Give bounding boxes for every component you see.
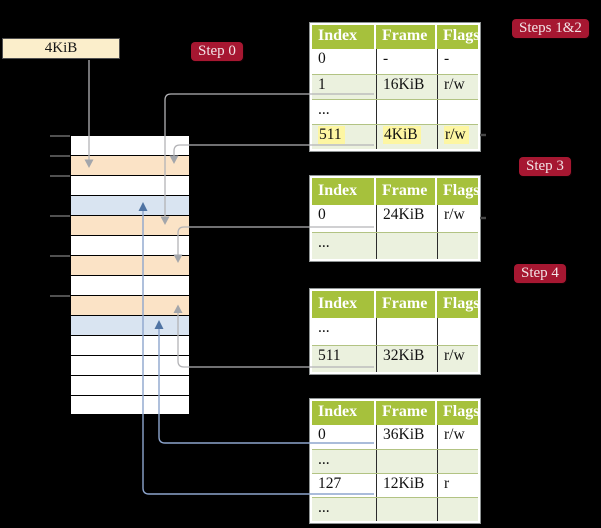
header-frame: Frame [376, 25, 437, 49]
header-frame: Frame [376, 178, 437, 205]
memory-row-white [70, 175, 190, 195]
cell-index: ... [318, 319, 330, 336]
table-row-highlighted: 511 4KiB r/w [312, 124, 478, 149]
cell-frame: 36KiB [376, 425, 437, 449]
page-size-label: 4KiB [44, 40, 78, 56]
page-table-3: Index Frame Flags ... 511 32KiB r/w [309, 288, 481, 375]
header-index: Index [312, 178, 376, 205]
table-row: 511 32KiB r/w [312, 345, 478, 372]
memory-address-ticks [50, 135, 70, 297]
page-size-box: 4KiB [2, 38, 120, 59]
header-frame: Frame [376, 291, 437, 318]
memory-row-white [70, 235, 190, 255]
cell-index: 0 [318, 206, 326, 223]
page-table-2: Index Frame Flags 0 24KiB r/w ... [309, 175, 481, 262]
memory-row-blue [70, 195, 190, 215]
cell-index: 0 [318, 50, 326, 67]
memory-row-peach [70, 295, 190, 315]
highlighted-value: r/w [444, 126, 469, 144]
cell-index: ... [318, 499, 330, 516]
memory-row-white [70, 395, 190, 415]
table-header: Index Frame Flags [312, 178, 478, 205]
header-index: Index [312, 401, 376, 425]
cell-frame: 16KiB [376, 75, 437, 99]
memory-row-peach [70, 215, 190, 235]
table-body: 0 24KiB r/w ... [312, 205, 478, 259]
header-flags: Flags [437, 25, 478, 49]
cell-flags: r [437, 474, 478, 497]
table-row: ... [312, 449, 478, 473]
memory-row-white [70, 135, 190, 155]
cell-frame: 24KiB [376, 205, 437, 232]
table-row: ... [312, 318, 478, 345]
cell-frame [376, 233, 437, 259]
cell-flags: r/w [437, 425, 478, 449]
cell-frame [376, 100, 437, 124]
table-header: Index Frame Flags [312, 291, 478, 318]
cell-index: ... [318, 101, 330, 118]
highlighted-value: 511 [318, 126, 345, 144]
table-row: 1 16KiB r/w [312, 74, 478, 99]
cell-index: ... [318, 451, 330, 468]
memory-column [70, 135, 190, 415]
table-row: ... [312, 497, 478, 521]
table-row: 0 24KiB r/w [312, 205, 478, 232]
table-row: ... [312, 232, 478, 259]
table-body: 0 - - 1 16KiB r/w ... 511 4KiB r/w [312, 49, 478, 149]
cell-frame: 12KiB [376, 474, 437, 497]
page-table-4: Index Frame Flags 0 36KiB r/w ... 127 12… [309, 398, 481, 524]
cell-index: 511 [318, 347, 341, 364]
badge-step-0: Step 0 [191, 42, 243, 61]
cell-flags [437, 318, 478, 345]
memory-row-blue [70, 315, 190, 335]
cell-frame: - [376, 49, 437, 74]
table-row: 0 - - [312, 49, 478, 74]
cell-index: 0 [318, 426, 326, 443]
badge-step-3: Step 3 [519, 157, 571, 176]
cell-flags [437, 450, 478, 473]
memory-row-white [70, 335, 190, 355]
cell-flags: r/w [437, 346, 478, 372]
header-flags: Flags [437, 178, 478, 205]
table-row: 0 36KiB r/w [312, 425, 478, 449]
header-frame: Frame [376, 401, 437, 425]
memory-row-white [70, 275, 190, 295]
header-index: Index [312, 25, 376, 49]
memory-row-peach [70, 155, 190, 175]
cell-frame: 32KiB [376, 346, 437, 372]
table-header: Index Frame Flags [312, 401, 478, 425]
memory-row-peach [70, 255, 190, 275]
badge-steps-1-2: Steps 1&2 [512, 19, 589, 38]
table-row: 127 12KiB r [312, 473, 478, 497]
cell-frame [376, 318, 437, 345]
cell-flags [437, 233, 478, 259]
cell-index: ... [318, 234, 330, 251]
table-body: 0 36KiB r/w ... 127 12KiB r ... [312, 425, 478, 521]
header-index: Index [312, 291, 376, 318]
cell-index: 1 [318, 76, 326, 93]
cell-flags [437, 100, 478, 124]
cell-frame: 4KiB [376, 125, 437, 149]
table-header: Index Frame Flags [312, 25, 478, 49]
cell-index: 127 [318, 475, 342, 492]
cell-flags: - [437, 49, 478, 74]
cell-flags: r/w [437, 75, 478, 99]
cell-flags: r/w [437, 205, 478, 232]
cell-flags [437, 498, 478, 521]
header-flags: Flags [437, 291, 478, 318]
cell-index: 511 [312, 125, 376, 149]
page-table-1: Index Frame Flags 0 - - 1 16KiB r/w ... [309, 22, 481, 152]
cell-frame [376, 450, 437, 473]
badge-step-4: Step 4 [514, 264, 566, 283]
highlighted-value: 4KiB [383, 126, 421, 144]
header-flags: Flags [437, 401, 478, 425]
cell-frame [376, 498, 437, 521]
memory-row-white [70, 355, 190, 375]
memory-row-white [70, 375, 190, 395]
table-row: ... [312, 99, 478, 124]
cell-flags: r/w [437, 125, 478, 149]
table-body: ... 511 32KiB r/w [312, 318, 478, 372]
